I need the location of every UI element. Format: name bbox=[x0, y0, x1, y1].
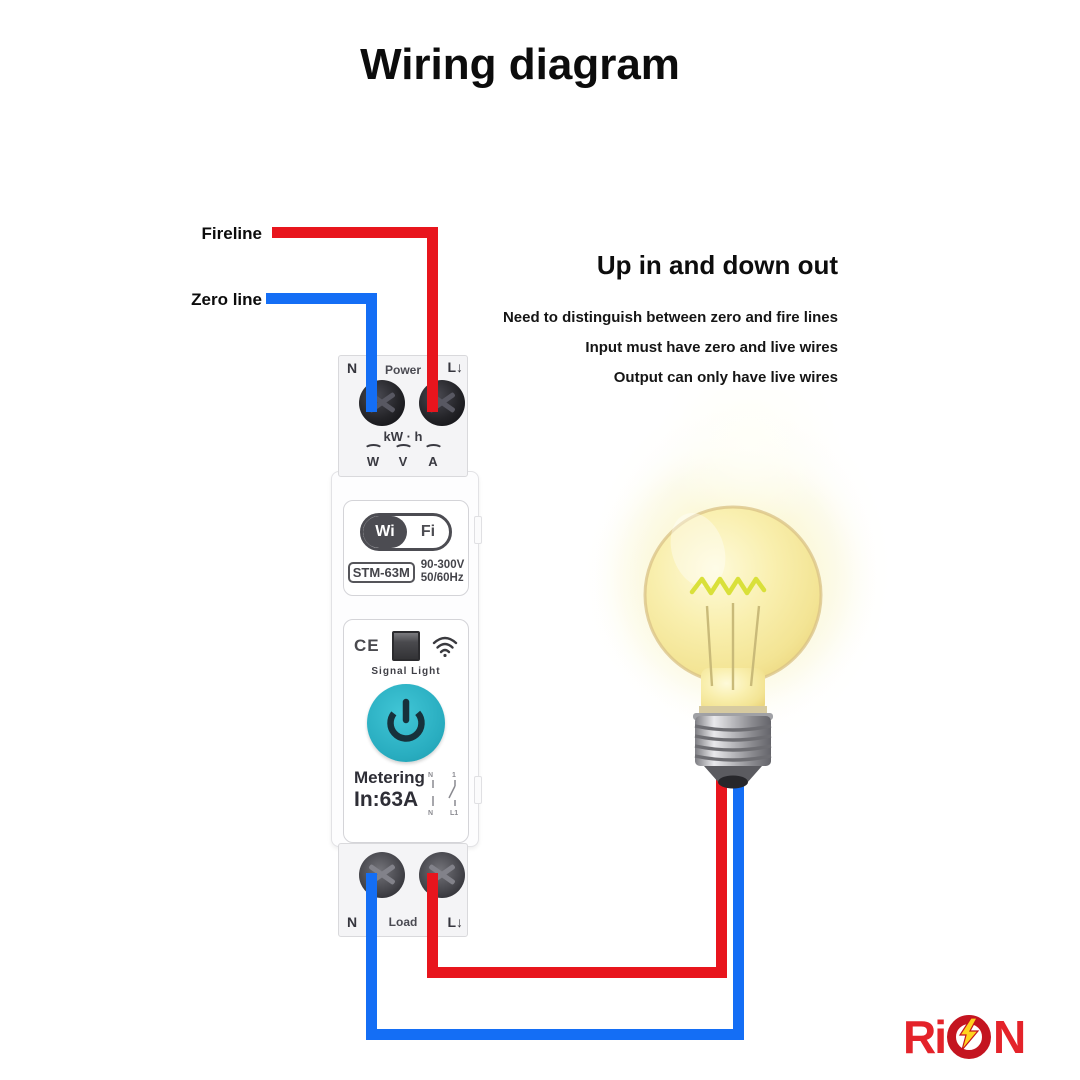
bulb-filament bbox=[689, 576, 767, 690]
indicator-row: CE bbox=[344, 631, 468, 661]
rating-row: Metering In:63A N 1 N L1 bbox=[344, 768, 468, 816]
logo-letter-i: i bbox=[934, 1011, 947, 1063]
schematic-label-tr: 1 bbox=[452, 772, 456, 779]
schematic-label-br: L1 bbox=[450, 810, 458, 816]
model-row: STM-63M 90-300V 50/60Hz bbox=[344, 559, 468, 585]
fireline-label: Fireline bbox=[201, 224, 262, 243]
zero-wire-bulb-vertical bbox=[733, 770, 744, 1040]
model-number: STM-63M bbox=[347, 561, 415, 583]
metering-label: Metering bbox=[354, 768, 425, 787]
schematic-label-bl: N bbox=[428, 810, 433, 816]
signal-light-window bbox=[391, 631, 420, 661]
din-clip-tab bbox=[474, 516, 482, 544]
rated-current: In:63A bbox=[354, 788, 419, 812]
instruction-line-1: Need to distinguish between zero and fir… bbox=[502, 309, 838, 326]
schematic-label-tl: N bbox=[428, 772, 433, 779]
ce-mark: CE bbox=[354, 636, 380, 655]
meter-unit-a: A bbox=[423, 444, 443, 468]
device-body: Wi Fi STM-63M 90-300V 50/60Hz CE bbox=[331, 471, 482, 847]
voltage-range: 90-300V bbox=[420, 559, 465, 571]
wifi-model-panel: Wi Fi STM-63M 90-300V 50/60Hz bbox=[343, 500, 469, 596]
light-bulb bbox=[582, 390, 898, 789]
din-clip-tab bbox=[474, 776, 482, 804]
fire-wire-bottom-vertical bbox=[427, 873, 438, 978]
power-icon bbox=[387, 698, 425, 742]
instruction-line-2: Input must have zero and live wires bbox=[585, 339, 838, 356]
instruction-block: Up in and down out Need to distinguish b… bbox=[498, 250, 838, 393]
terminal-label-l-top: L↓ bbox=[447, 359, 463, 375]
power-button[interactable] bbox=[367, 684, 445, 762]
arc-icon bbox=[393, 444, 413, 455]
power-label: Power bbox=[384, 363, 421, 377]
wifi-logo: Wi Fi bbox=[360, 513, 452, 551]
zero-wire-bottom-horizontal bbox=[366, 1029, 744, 1040]
meter-unit-label: A bbox=[428, 454, 438, 469]
relay-schematic-icon: N 1 N L1 bbox=[428, 772, 458, 816]
power-terminal-block: N Power L↓ kW · h W V A bbox=[338, 355, 468, 477]
instruction-heading: Up in and down out bbox=[596, 250, 838, 280]
arc-icon bbox=[423, 444, 443, 455]
load-terminal-block: N Load L↓ bbox=[338, 843, 468, 937]
wifi-signal-icon bbox=[432, 636, 458, 657]
zeroline-label: Zero line bbox=[191, 290, 262, 309]
fire-wire-top-horizontal bbox=[272, 227, 438, 238]
frequency-range: 50/60Hz bbox=[420, 572, 464, 585]
meter-unit-v: V bbox=[393, 444, 413, 468]
load-label: Load bbox=[388, 915, 418, 929]
logo-letter-r: R bbox=[903, 1011, 936, 1063]
meter-unit-label: W bbox=[366, 454, 380, 469]
fire-wire-top-vertical bbox=[427, 227, 438, 412]
zero-wire-top-horizontal bbox=[266, 293, 377, 304]
logo-ring bbox=[947, 1015, 992, 1059]
terminal-screw-l-in bbox=[419, 380, 465, 426]
fire-wire-bottom-horizontal bbox=[427, 967, 727, 978]
terminal-label-n-bottom: N bbox=[347, 914, 358, 930]
signal-light-label: Signal Light bbox=[371, 666, 441, 677]
lightning-bolt-icon bbox=[958, 1018, 980, 1051]
bulb-screw-base bbox=[693, 706, 773, 789]
meter-unit-w: W bbox=[363, 444, 383, 468]
meter-units-row: W V A bbox=[363, 444, 443, 468]
kwh-label: kW · h bbox=[383, 429, 423, 444]
terminal-label-n-top: N bbox=[347, 360, 358, 376]
voltage-rating: 90-300V 50/60Hz bbox=[421, 559, 464, 585]
instruction-line-3: Output can only have live wires bbox=[613, 369, 838, 386]
wifi-logo-fi: Fi bbox=[420, 523, 436, 540]
terminal-label-l-bottom: L↓ bbox=[447, 914, 463, 930]
page-title: Wiring diagram bbox=[360, 40, 680, 89]
logo-letter-n: N bbox=[993, 1011, 1026, 1063]
meter-unit-label: V bbox=[398, 454, 408, 469]
wifi-logo-wi: Wi bbox=[363, 516, 407, 548]
zero-wire-bottom-vertical bbox=[366, 873, 377, 1040]
smart-meter-device: Wi Fi STM-63M 90-300V 50/60Hz CE bbox=[330, 353, 482, 945]
zero-wire-top-vertical bbox=[366, 293, 377, 412]
fire-wire-bulb-vertical bbox=[716, 770, 727, 978]
terminal-screw-l-out bbox=[419, 852, 465, 898]
arc-icon bbox=[363, 444, 383, 455]
control-panel: CE Signal Light bbox=[343, 619, 469, 843]
